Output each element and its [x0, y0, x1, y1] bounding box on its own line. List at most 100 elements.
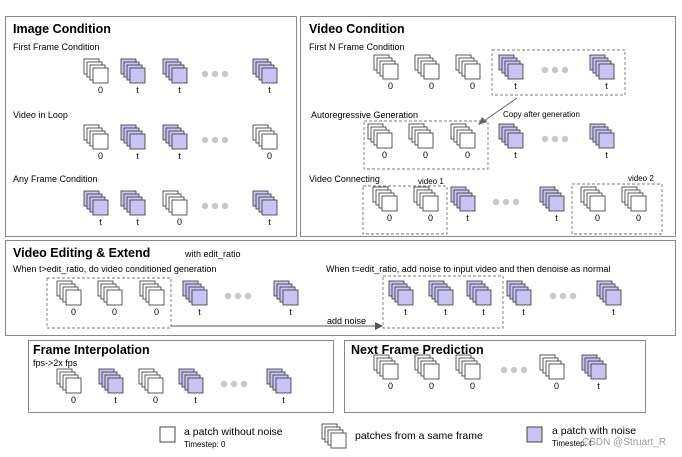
legend-noise-timestep: Timestep: t [552, 439, 592, 448]
stack-label: 0 [388, 381, 393, 391]
stack-label: 0 [388, 81, 393, 91]
connecting-stack: 0 [413, 186, 439, 223]
dot [201, 136, 209, 144]
first-frame-dots [201, 70, 229, 78]
first-frame-stack: t [162, 58, 188, 95]
connecting-stack: 0 [621, 186, 647, 223]
legend-clean-patch [159, 426, 176, 443]
copy-after-generation-label: Copy after generation [503, 110, 580, 119]
patch [261, 67, 278, 84]
patch [515, 289, 532, 306]
stack-label: t [268, 217, 271, 227]
stack-label: t [289, 307, 292, 317]
legend-noise-patch [526, 426, 543, 443]
autoregressive-dots [541, 135, 569, 143]
stack-label: t [605, 81, 608, 91]
legend-stack-label: patches from a same frame [355, 430, 483, 442]
video-in-loop-stack: 0 [83, 124, 109, 161]
add-noise-arrow-head [375, 322, 383, 330]
patch [422, 195, 439, 212]
interpolation-stack: 0 [138, 368, 164, 405]
patch [437, 289, 454, 306]
video1-dashed-box [362, 185, 448, 235]
panel-image-condition [5, 16, 297, 237]
patch [65, 289, 82, 306]
video-in-loop-stack: t [120, 124, 146, 161]
patch [129, 67, 146, 84]
edit-left-stack: 0 [56, 280, 82, 317]
dot [201, 202, 209, 210]
dot [240, 380, 248, 388]
legend-clean-timestep: Timestep: 0 [184, 440, 226, 449]
autoregressive-stack: t [589, 123, 615, 160]
dot [220, 380, 228, 388]
patch [275, 377, 292, 394]
dot [512, 198, 520, 206]
edit-right-stack: t [388, 280, 414, 317]
edit-right-stack: t [466, 280, 492, 317]
patch [148, 289, 165, 306]
stack-label: 0 [71, 395, 76, 405]
dot [561, 135, 569, 143]
edit-right-stack: t [596, 280, 622, 317]
any-frame-stack: t [120, 190, 146, 227]
dot [569, 292, 577, 300]
interpolation-dots [220, 380, 248, 388]
video2-dashed-box [571, 183, 663, 235]
next-frame-stack: 0 [539, 354, 565, 391]
stack-label: t [198, 307, 201, 317]
patch [590, 363, 607, 380]
dot [221, 136, 229, 144]
patch [548, 363, 565, 380]
image-condition-title: Image Condition [13, 22, 111, 36]
patch [417, 132, 434, 149]
next-frame-stack: 0 [455, 354, 481, 391]
autoregressive-stack: 0 [408, 123, 434, 160]
dot [244, 292, 252, 300]
first-n-dots [541, 66, 569, 74]
stack-label: 0 [470, 381, 475, 391]
stack-label: t [178, 151, 181, 161]
video-in-loop-dots [201, 136, 229, 144]
autoregressive-stack: t [498, 123, 524, 160]
stack-label: 0 [387, 213, 392, 223]
dot [221, 70, 229, 78]
dot [559, 292, 567, 300]
dot [492, 198, 500, 206]
autoregressive-stack: 0 [450, 123, 476, 160]
stack-label: 0 [423, 150, 428, 160]
watermark: CSDN @Struart_R [582, 437, 667, 448]
dot [211, 136, 219, 144]
patch [423, 63, 440, 80]
first-frame-stack: t [120, 58, 146, 95]
patch [147, 377, 164, 394]
patch [382, 63, 399, 80]
video-in-loop-stack: t [162, 124, 188, 161]
any-frame-stack: 0 [162, 190, 188, 227]
dot [211, 202, 219, 210]
stack-label: t [514, 81, 517, 91]
first-frame-stack: t [252, 58, 278, 95]
autoregressive-generation-label: Autoregressive Generation [311, 110, 419, 120]
stack-label: t [136, 85, 139, 95]
edit-left-label: When t>edit_ratio, do video conditioned … [13, 264, 217, 274]
panel-video-condition [300, 16, 676, 237]
stack-label: 0 [153, 395, 158, 405]
dot [549, 292, 557, 300]
patch [282, 289, 299, 306]
first-n-frame-condition-label: First N Frame Condition [309, 42, 405, 52]
stack-label: t [404, 307, 407, 317]
stack-label: t [136, 151, 139, 161]
first-n-stack: 0 [373, 54, 399, 91]
dot [551, 66, 559, 74]
patch [261, 199, 278, 216]
panel-next-frame-prediction [344, 340, 646, 413]
copy-arrow [480, 97, 518, 124]
video-in-loop-label: Video in Loop [13, 110, 68, 120]
next-frame-stack: 0 [373, 354, 399, 391]
patch [475, 289, 492, 306]
patch [376, 132, 393, 149]
stack-label: 0 [470, 81, 475, 91]
patch [191, 289, 208, 306]
